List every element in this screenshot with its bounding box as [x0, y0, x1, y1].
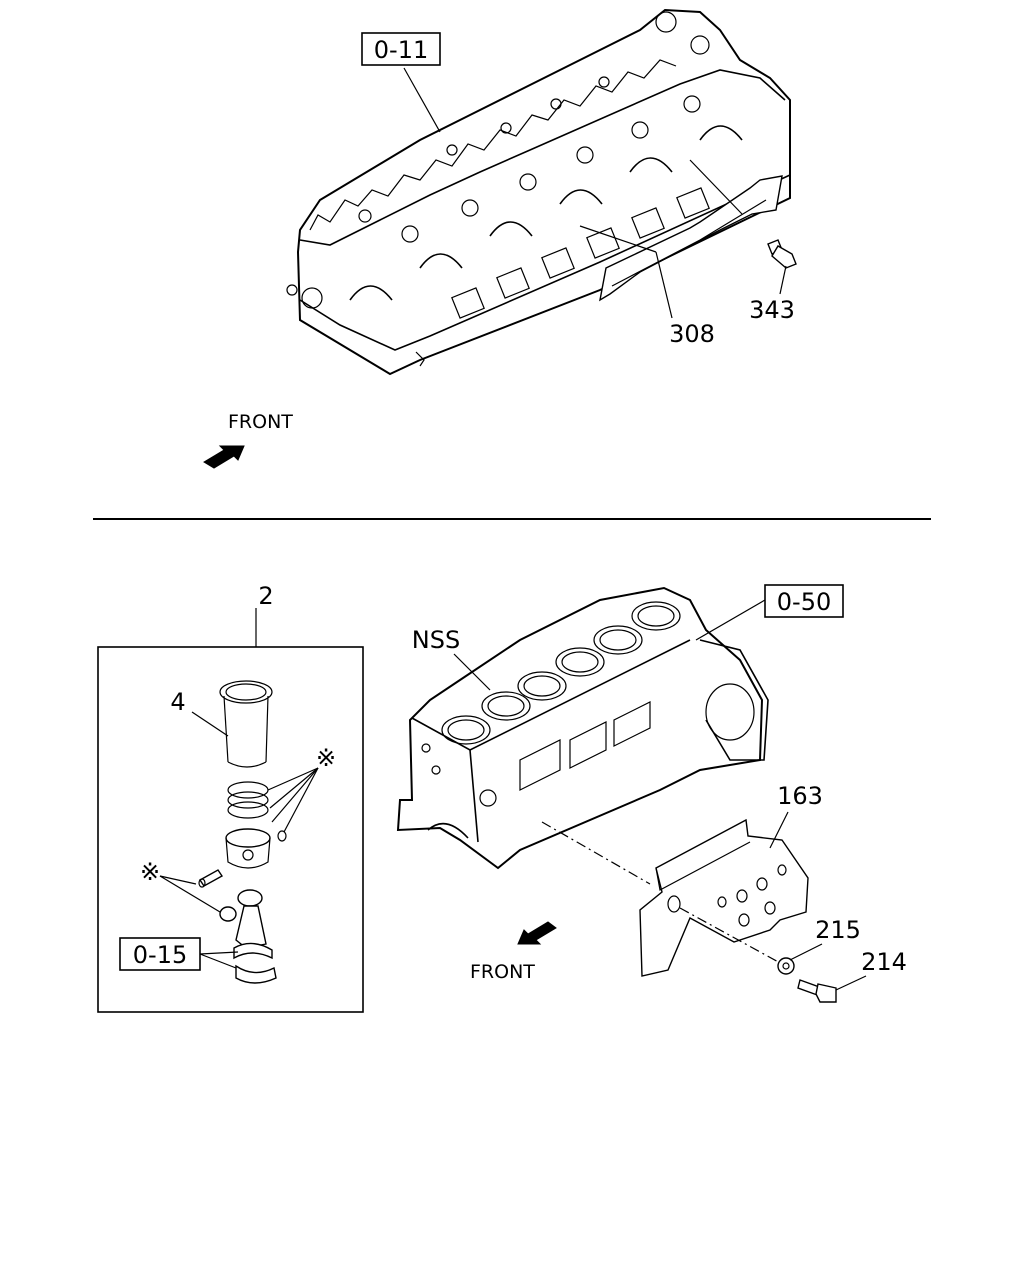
- callout-nss: NSS: [412, 626, 460, 654]
- pin-clip-icon: [277, 830, 287, 842]
- bolt-343-icon: [767, 239, 797, 269]
- reference-label-0-15: 0-15: [133, 941, 187, 969]
- callout-2: 2: [258, 582, 273, 610]
- reference-box-0-11[interactable]: 0-11: [361, 32, 441, 66]
- note-mark-pin: ※: [140, 858, 160, 886]
- front-label-upper: FRONT: [228, 411, 293, 433]
- callout-163: 163: [777, 782, 823, 810]
- front-label-lower: FRONT: [470, 961, 535, 983]
- note-mark-rings: ※: [316, 744, 336, 772]
- washer-215-icon: [777, 957, 795, 975]
- piston-kit-box: [97, 608, 364, 1013]
- callout-308: 308: [669, 320, 715, 348]
- piston-pin-icon: [198, 869, 224, 888]
- callout-215: 215: [815, 916, 861, 944]
- front-arrow-lower-icon: [517, 921, 557, 945]
- side-plate-163-icon: [639, 818, 809, 977]
- reference-box-0-15[interactable]: 0-15: [119, 937, 201, 971]
- cylinder-head-assembly: [286, 8, 797, 376]
- bolt-214-icon: [797, 979, 837, 1003]
- reference-box-0-50[interactable]: 0-50: [764, 584, 844, 618]
- connecting-rod-icon: [219, 889, 277, 984]
- piston-icon: [225, 828, 271, 869]
- piston-rings-icon: [227, 781, 269, 819]
- cylinder-block-assembly: [396, 586, 769, 870]
- front-arrow-upper-icon: [203, 445, 245, 469]
- callout-214: 214: [861, 948, 907, 976]
- callout-4: 4: [170, 688, 185, 716]
- callout-343: 343: [749, 296, 795, 324]
- reference-label-0-50: 0-50: [777, 588, 831, 616]
- cylinder-liner-icon: [219, 680, 273, 768]
- reference-label-0-11: 0-11: [374, 36, 428, 64]
